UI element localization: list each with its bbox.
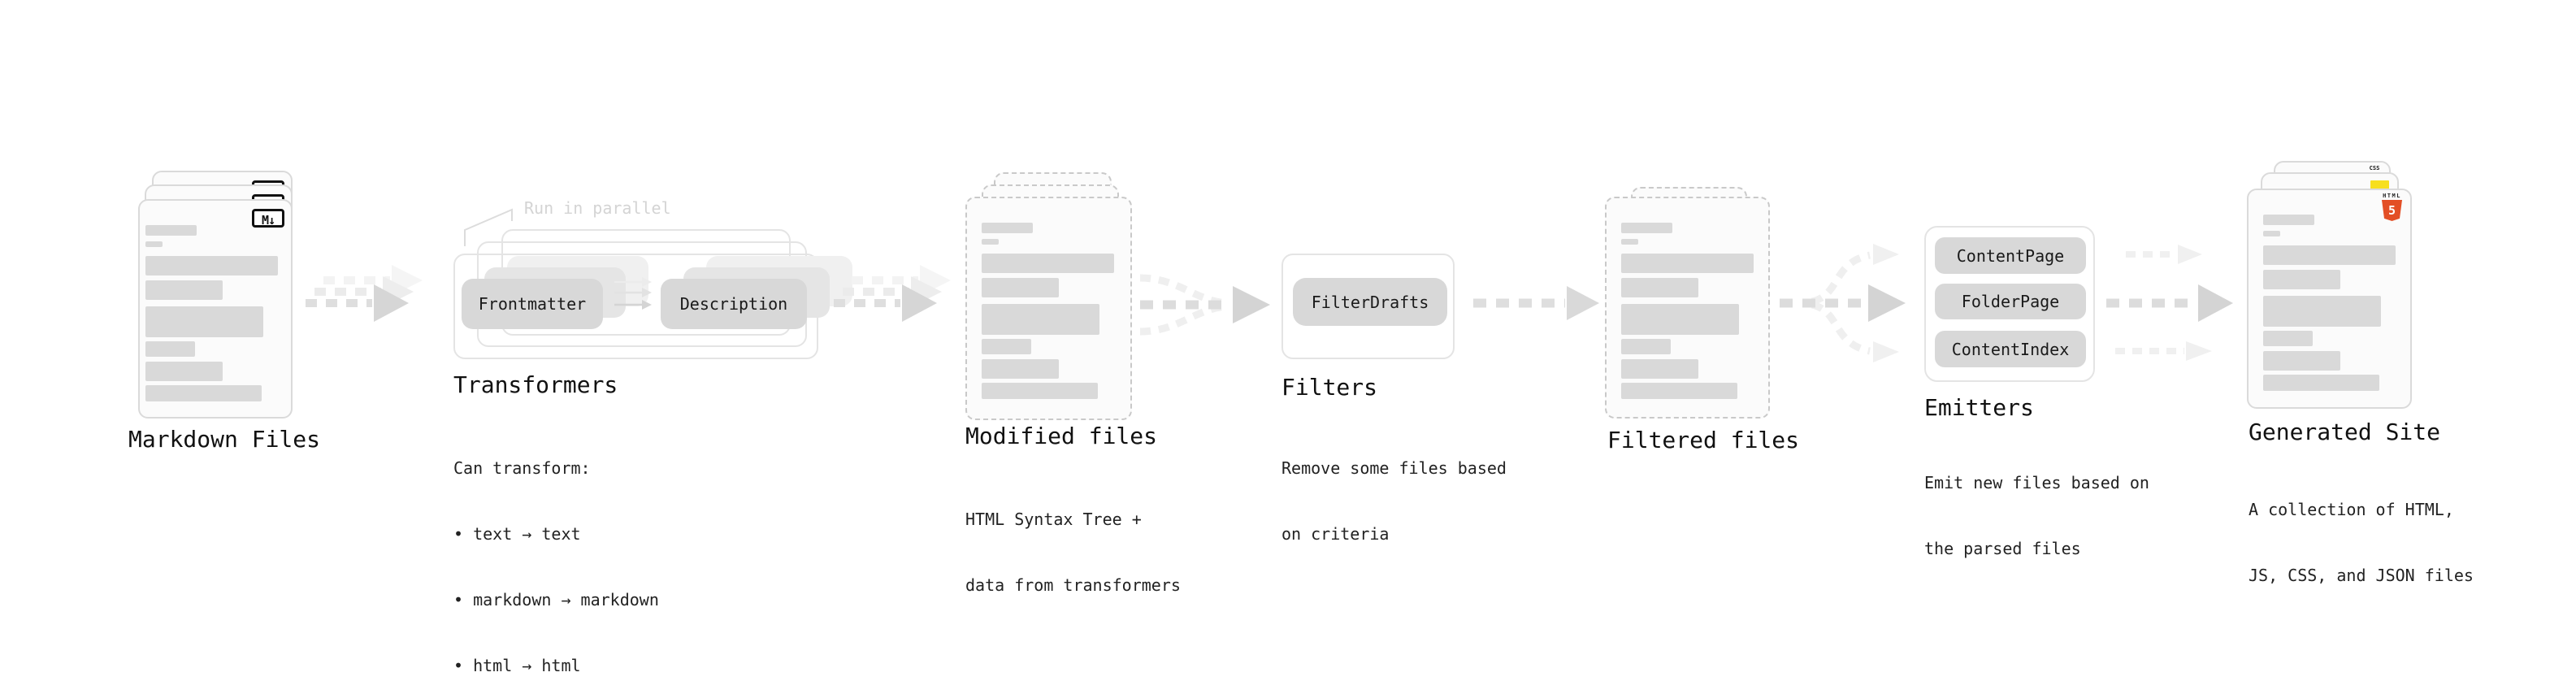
placeholder-bar: [982, 383, 1098, 399]
description-node: Description: [661, 279, 807, 329]
placeholder-bar: [2263, 215, 2314, 225]
html5-word: HTML: [2383, 193, 2401, 199]
transform-bullet: • text → text: [453, 523, 659, 545]
transformers-label: Transformers: [453, 371, 618, 398]
modified-files-description: HTML Syntax Tree + data from transformer…: [965, 465, 1181, 640]
folderpage-node: FolderPage: [1935, 284, 2086, 319]
emitters-description: Emit new files based on the parsed files: [1924, 428, 2149, 604]
run-in-parallel-annotation: Run in parallel: [524, 198, 671, 218]
placeholder-bar: [145, 306, 263, 337]
html5-icon: HTML 5: [2382, 193, 2402, 221]
placeholder-bar: [1621, 239, 1638, 245]
placeholder-bar: [2263, 375, 2379, 391]
js-icon: [2370, 180, 2389, 189]
flow-arrow-fanout-icon: [1780, 244, 1906, 362]
bullet-glyph: •: [453, 524, 464, 544]
transform-bullet: • markdown → markdown: [453, 589, 659, 611]
description-line: Emit new files based on: [1924, 473, 2149, 492]
generated-file-card-html: HTML 5: [2247, 189, 2412, 409]
markdown-files-label: Markdown Files: [128, 426, 321, 453]
filters-description: Remove some files based on criteria: [1281, 414, 1507, 589]
frontmatter-node: Frontmatter: [462, 279, 603, 329]
generated-site-label: Generated Site: [2249, 419, 2441, 445]
document-placeholder: [982, 198, 1130, 419]
annotation-bracket: [464, 208, 513, 246]
modified-files-label: Modified files: [965, 423, 1158, 449]
flow-arrow-icon: [1473, 286, 1599, 320]
placeholder-bar: [145, 341, 195, 357]
contentpage-node: ContentPage: [1935, 237, 2086, 274]
placeholder-bar: [145, 241, 163, 247]
placeholder-bar: [1621, 304, 1739, 335]
document-placeholder: [2263, 190, 2410, 407]
flow-arrow-merge-icon: [1139, 274, 1270, 336]
transform-bullet: • html → html: [453, 655, 659, 677]
placeholder-bar: [145, 280, 223, 300]
bullet-text: text → text: [473, 524, 581, 544]
html5-shield: 5: [2382, 200, 2402, 221]
placeholder-bar: [1621, 254, 1754, 273]
flow-arrow-stacked-icon: [306, 265, 423, 322]
placeholder-bar: [982, 278, 1059, 297]
bullet-text: html → html: [473, 656, 581, 675]
placeholder-bar: [2263, 231, 2280, 236]
document-placeholder: [1621, 198, 1768, 417]
placeholder-bar: [145, 385, 262, 401]
bullet-glyph: •: [453, 590, 464, 609]
flow-arrow-stacked-icon: [834, 265, 951, 322]
description-line: data from transformers: [965, 575, 1181, 595]
html5-number: 5: [2387, 203, 2396, 218]
markdown-icon: M↓: [252, 209, 284, 228]
placeholder-bar: [1621, 383, 1737, 399]
placeholder-bar: [1621, 278, 1698, 297]
description-line: A collection of HTML,: [2249, 500, 2454, 519]
placeholder-bar: [1621, 339, 1671, 354]
bullet-text: markdown → markdown: [473, 590, 659, 609]
placeholder-bar: [982, 339, 1031, 354]
placeholder-bar: [2263, 245, 2396, 265]
placeholder-bar: [982, 254, 1114, 273]
placeholder-bar: [1621, 223, 1672, 233]
modified-file-card-front: [965, 197, 1132, 420]
generated-site-description: A collection of HTML, JS, CSS, and JSON …: [2249, 455, 2474, 631]
description-line: HTML Syntax Tree +: [965, 510, 1142, 529]
placeholder-bar: [982, 304, 1099, 335]
placeholder-bar: [2263, 296, 2381, 327]
filterdrafts-node: FilterDrafts: [1293, 278, 1447, 326]
placeholder-bar: [2263, 270, 2340, 289]
placeholder-bar: [145, 362, 223, 381]
placeholder-bar: [145, 256, 278, 275]
placeholder-bar: [1621, 359, 1698, 379]
filtered-file-card-front: [1605, 197, 1770, 419]
placeholder-bar: [982, 359, 1059, 379]
placeholder-bar: [2263, 351, 2340, 371]
placeholder-bar: [2263, 331, 2313, 346]
transformers-note: Can transform: • text → text • markdown …: [453, 414, 659, 681]
document-placeholder: [145, 201, 291, 417]
flow-arrow-triple-icon: [2106, 245, 2233, 361]
markdown-file-card-front: M↓: [138, 199, 293, 419]
filters-label: Filters: [1281, 374, 1378, 401]
filtered-files-label: Filtered files: [1607, 427, 1800, 453]
description-line: on criteria: [1281, 524, 1390, 544]
description-line: Remove some files based: [1281, 458, 1507, 478]
emitters-label: Emitters: [1924, 394, 2034, 421]
transform-arrows-icon: [614, 277, 652, 310]
placeholder-bar: [982, 223, 1033, 233]
can-transform-title: Can transform:: [453, 458, 591, 478]
bullet-glyph: •: [453, 656, 464, 675]
css-label: CSS: [2369, 165, 2380, 171]
contentindex-node: ContentIndex: [1935, 331, 2086, 367]
description-line: JS, CSS, and JSON files: [2249, 566, 2474, 585]
description-line: the parsed files: [1924, 539, 2081, 558]
placeholder-bar: [982, 239, 999, 245]
placeholder-bar: [145, 225, 197, 236]
